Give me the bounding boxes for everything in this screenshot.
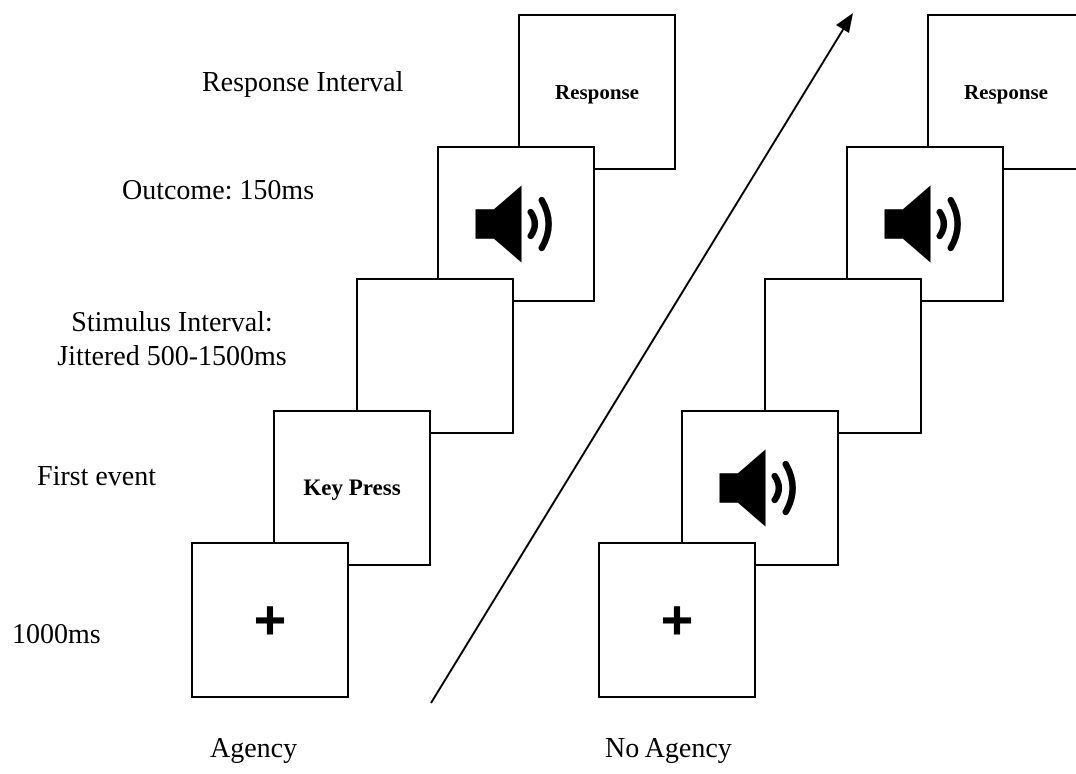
label-fixation-duration: 1000ms: [12, 619, 101, 650]
no-agency-frame-first-event: [681, 410, 839, 566]
agency-key-press-text: Key Press: [303, 475, 401, 500]
label-outcome: Outcome: 150ms: [122, 175, 315, 206]
no-agency-frame-outcome: [846, 146, 1004, 302]
speaker-icon: [884, 185, 961, 263]
agency-frame-outcome: [437, 146, 595, 302]
label-response-interval: Response Interval: [202, 67, 404, 98]
label-stimulus-interval: Stimulus Interval: Jittered 500-1500ms: [38, 306, 306, 374]
no-agency-response-text: Response: [963, 79, 1048, 104]
label-stimulus-interval-line1: Stimulus Interval:: [71, 307, 273, 338]
agency-frame-response: Response: [518, 14, 676, 170]
no-agency-frame-stimulus-interval: [764, 278, 922, 434]
agency-frame-stimulus-interval: [356, 278, 514, 434]
no-agency-fixation-cross: +: [660, 588, 694, 651]
agency-fixation-cross: +: [253, 588, 287, 651]
agency-response-text: Response: [554, 79, 639, 104]
speaker-icon: [475, 185, 552, 263]
speaker-icon: [719, 449, 796, 527]
condition-agency-label: Agency: [210, 733, 298, 764]
agency-frame-key-press: Key Press: [273, 410, 431, 566]
label-first-event: First event: [37, 461, 156, 492]
no-agency-frame-fixation: +: [598, 542, 756, 698]
no-agency-frame-response: Response: [927, 14, 1076, 170]
agency-frame-fixation: +: [191, 542, 349, 698]
label-stimulus-interval-line2: Jittered 500-1500ms: [57, 341, 287, 372]
condition-no-agency-label: No Agency: [605, 733, 732, 764]
